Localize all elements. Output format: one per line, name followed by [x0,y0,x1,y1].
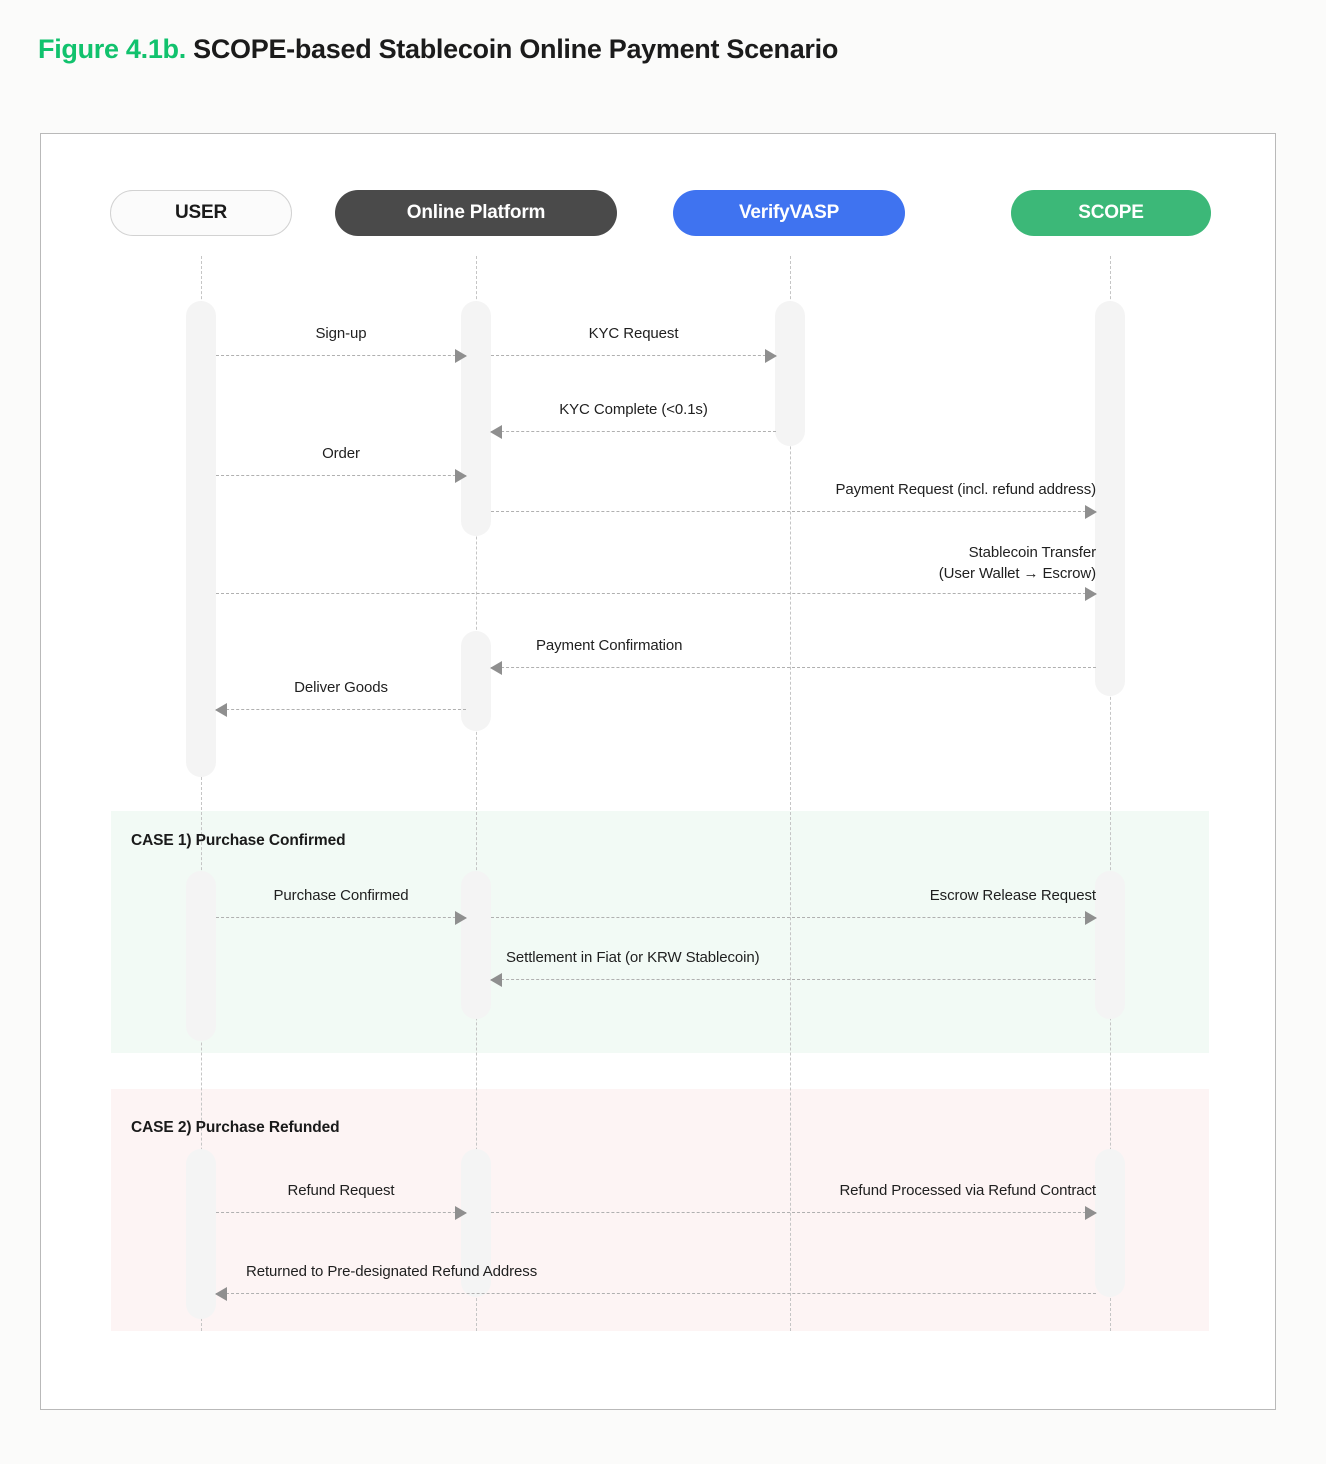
message-line [216,1212,466,1213]
message-returned-refund-address: Returned to Pre-designated Refund Addres… [215,1263,1096,1301]
activation-vasp-1 [775,301,805,446]
message-label: Escrow Release Request [929,887,1096,905]
arrowhead-left-icon [215,703,227,717]
message-label: Returned to Pre-designated Refund Addres… [246,1263,538,1281]
actor-header-user[interactable]: USER [110,190,292,236]
message-label: Payment Request (incl. refund address) [835,481,1097,499]
message-label: KYC Complete (<0.1s) [559,401,708,419]
message-refund-processed: Refund Processed via Refund Contract [491,1182,1097,1220]
actor-header-vasp[interactable]: VerifyVASP [673,190,905,236]
lifeline-scope [1110,256,1111,1331]
activation-user-main [186,301,216,777]
case-label-case2: CASE 2) Purchase Refunded [131,1119,340,1136]
message-escrow-release-request: Escrow Release Request [491,887,1097,925]
sequence-diagram-canvas: USER Online Platform VerifyVASP SCOPE Si… [41,134,1275,1409]
actor-label-platform: Online Platform [406,202,546,223]
diagram-frame: USER Online Platform VerifyVASP SCOPE Si… [40,133,1276,1410]
message-line [491,1212,1096,1213]
message-payment-confirmation: Payment Confirmation [490,637,1096,675]
activation-platform-case2 [461,1149,491,1297]
message-stablecoin-transfer: Stablecoin Transfer (User Wallet → Escro… [216,544,1097,601]
arrowhead-right-icon [455,1206,467,1220]
activation-user-case2 [186,1149,216,1319]
message-order: Order [216,445,467,483]
message-kyc-request: KYC Request [491,325,777,363]
arrowhead-right-icon [455,469,467,483]
message-line [216,709,466,710]
message-line [491,917,1096,918]
message-label: Payment Confirmation [536,637,683,655]
arrowhead-right-icon [1085,911,1097,925]
lifeline-platform [476,256,477,1331]
activation-scope-case1 [1095,871,1125,1019]
arrowhead-right-icon [455,349,467,363]
arrowhead-right-icon [765,349,777,363]
case-band-case2 [111,1089,1209,1331]
message-line [491,511,1096,512]
message-label: Refund Request [287,1182,395,1200]
lifeline-user [201,256,202,1331]
arrowhead-left-icon [490,425,502,439]
actor-label-vasp: VerifyVASP [738,202,840,223]
message-label-group: Stablecoin Transfer (User Wallet → Escro… [216,542,1156,586]
activation-platform-case1 [461,871,491,1019]
message-label: Sign-up [315,325,367,343]
lifeline-vasp [790,256,791,1331]
figure-title-row: Figure 4.1b. SCOPE-based Stablecoin Onli… [38,34,838,65]
actor-label-scope: SCOPE [1078,202,1144,223]
message-label: Order [322,445,360,463]
arrowhead-right-icon [1085,1206,1097,1220]
message-line [491,355,776,356]
message-label: Deliver Goods [294,679,388,697]
actor-header-platform[interactable]: Online Platform [335,190,617,236]
message-refund-request: Refund Request [216,1182,467,1220]
message-label-line1: Stablecoin Transfer [968,543,1096,561]
activation-scope-case2 [1095,1149,1125,1297]
message-purchase-confirmed: Purchase Confirmed [216,887,467,925]
message-deliver-goods: Deliver Goods [215,679,466,717]
message-line [216,355,466,356]
arrowhead-left-icon [215,1287,227,1301]
page-title: SCOPE-based Stablecoin Online Payment Sc… [193,34,839,64]
case-label-case1: CASE 1) Purchase Confirmed [131,832,346,849]
message-line [491,667,1096,668]
arrowhead-right-icon [455,911,467,925]
message-line [216,593,1096,594]
message-line [216,475,466,476]
message-line [216,1293,1096,1294]
message-settlement-in-fiat: Settlement in Fiat (or KRW Stablecoin) [490,949,1096,987]
activation-user-case1 [186,871,216,1041]
activation-scope-1 [1095,301,1125,696]
message-line [491,979,1096,980]
figure-number: Figure 4.1b. [38,34,186,64]
message-label-line2: (User Wallet → Escrow) [938,565,1096,583]
arrowhead-left-icon [490,973,502,987]
arrowhead-right-icon [1085,587,1097,601]
activation-platform-2 [461,631,491,731]
actor-label-user: USER [175,202,227,223]
message-line [216,917,466,918]
case-band-case1 [111,811,1209,1053]
message-label: KYC Request [588,325,679,343]
actor-header-scope[interactable]: SCOPE [1011,190,1211,236]
arrowhead-left-icon [490,661,502,675]
arrowhead-right-icon [1085,505,1097,519]
message-line [491,431,776,432]
message-label: Refund Processed via Refund Contract [839,1182,1096,1200]
message-label: Settlement in Fiat (or KRW Stablecoin) [506,949,760,967]
message-kyc-complete: KYC Complete (<0.1s) [490,401,776,439]
message-payment-request: Payment Request (incl. refund address) [491,481,1097,519]
message-label: Purchase Confirmed [273,887,409,905]
activation-platform-1 [461,301,491,536]
message-sign-up: Sign-up [216,325,467,363]
